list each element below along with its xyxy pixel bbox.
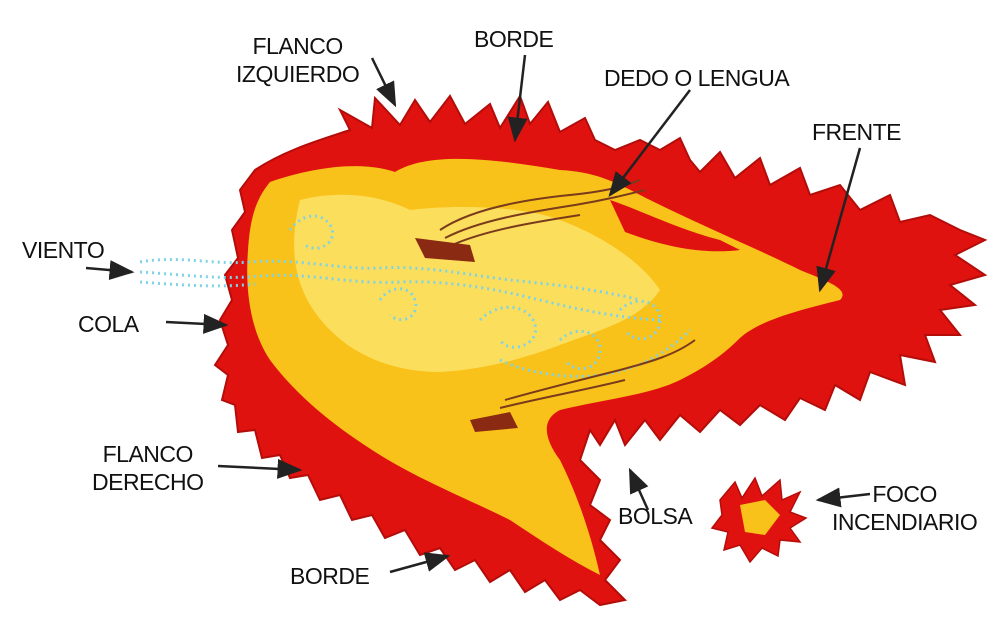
label-flanco-izquierdo: FLANCO IZQUIERDO [236,32,359,88]
label-bolsa: BOLSA [618,502,692,530]
label-dedo-o-lengua: DEDO O LENGUA [604,64,789,92]
label-foco-incendiario-line1: FOCO [832,480,977,508]
label-viento: VIENTO [22,236,104,264]
label-flanco-izquierdo-line1: FLANCO [236,32,359,60]
label-foco-incendiario-line2: INCENDIARIO [832,508,977,536]
label-frente: FRENTE [812,118,901,146]
label-flanco-derecho-line2: DERECHO [92,468,204,496]
label-flanco-derecho-line1: FLANCO [92,440,204,468]
label-cola: COLA [78,310,139,338]
label-borde-top: BORDE [474,25,553,53]
label-flanco-derecho: FLANCO DERECHO [92,440,204,496]
label-flanco-izquierdo-line2: IZQUIERDO [236,60,359,88]
label-foco-incendiario: FOCO INCENDIARIO [832,480,977,536]
label-borde-bottom: BORDE [290,562,369,590]
